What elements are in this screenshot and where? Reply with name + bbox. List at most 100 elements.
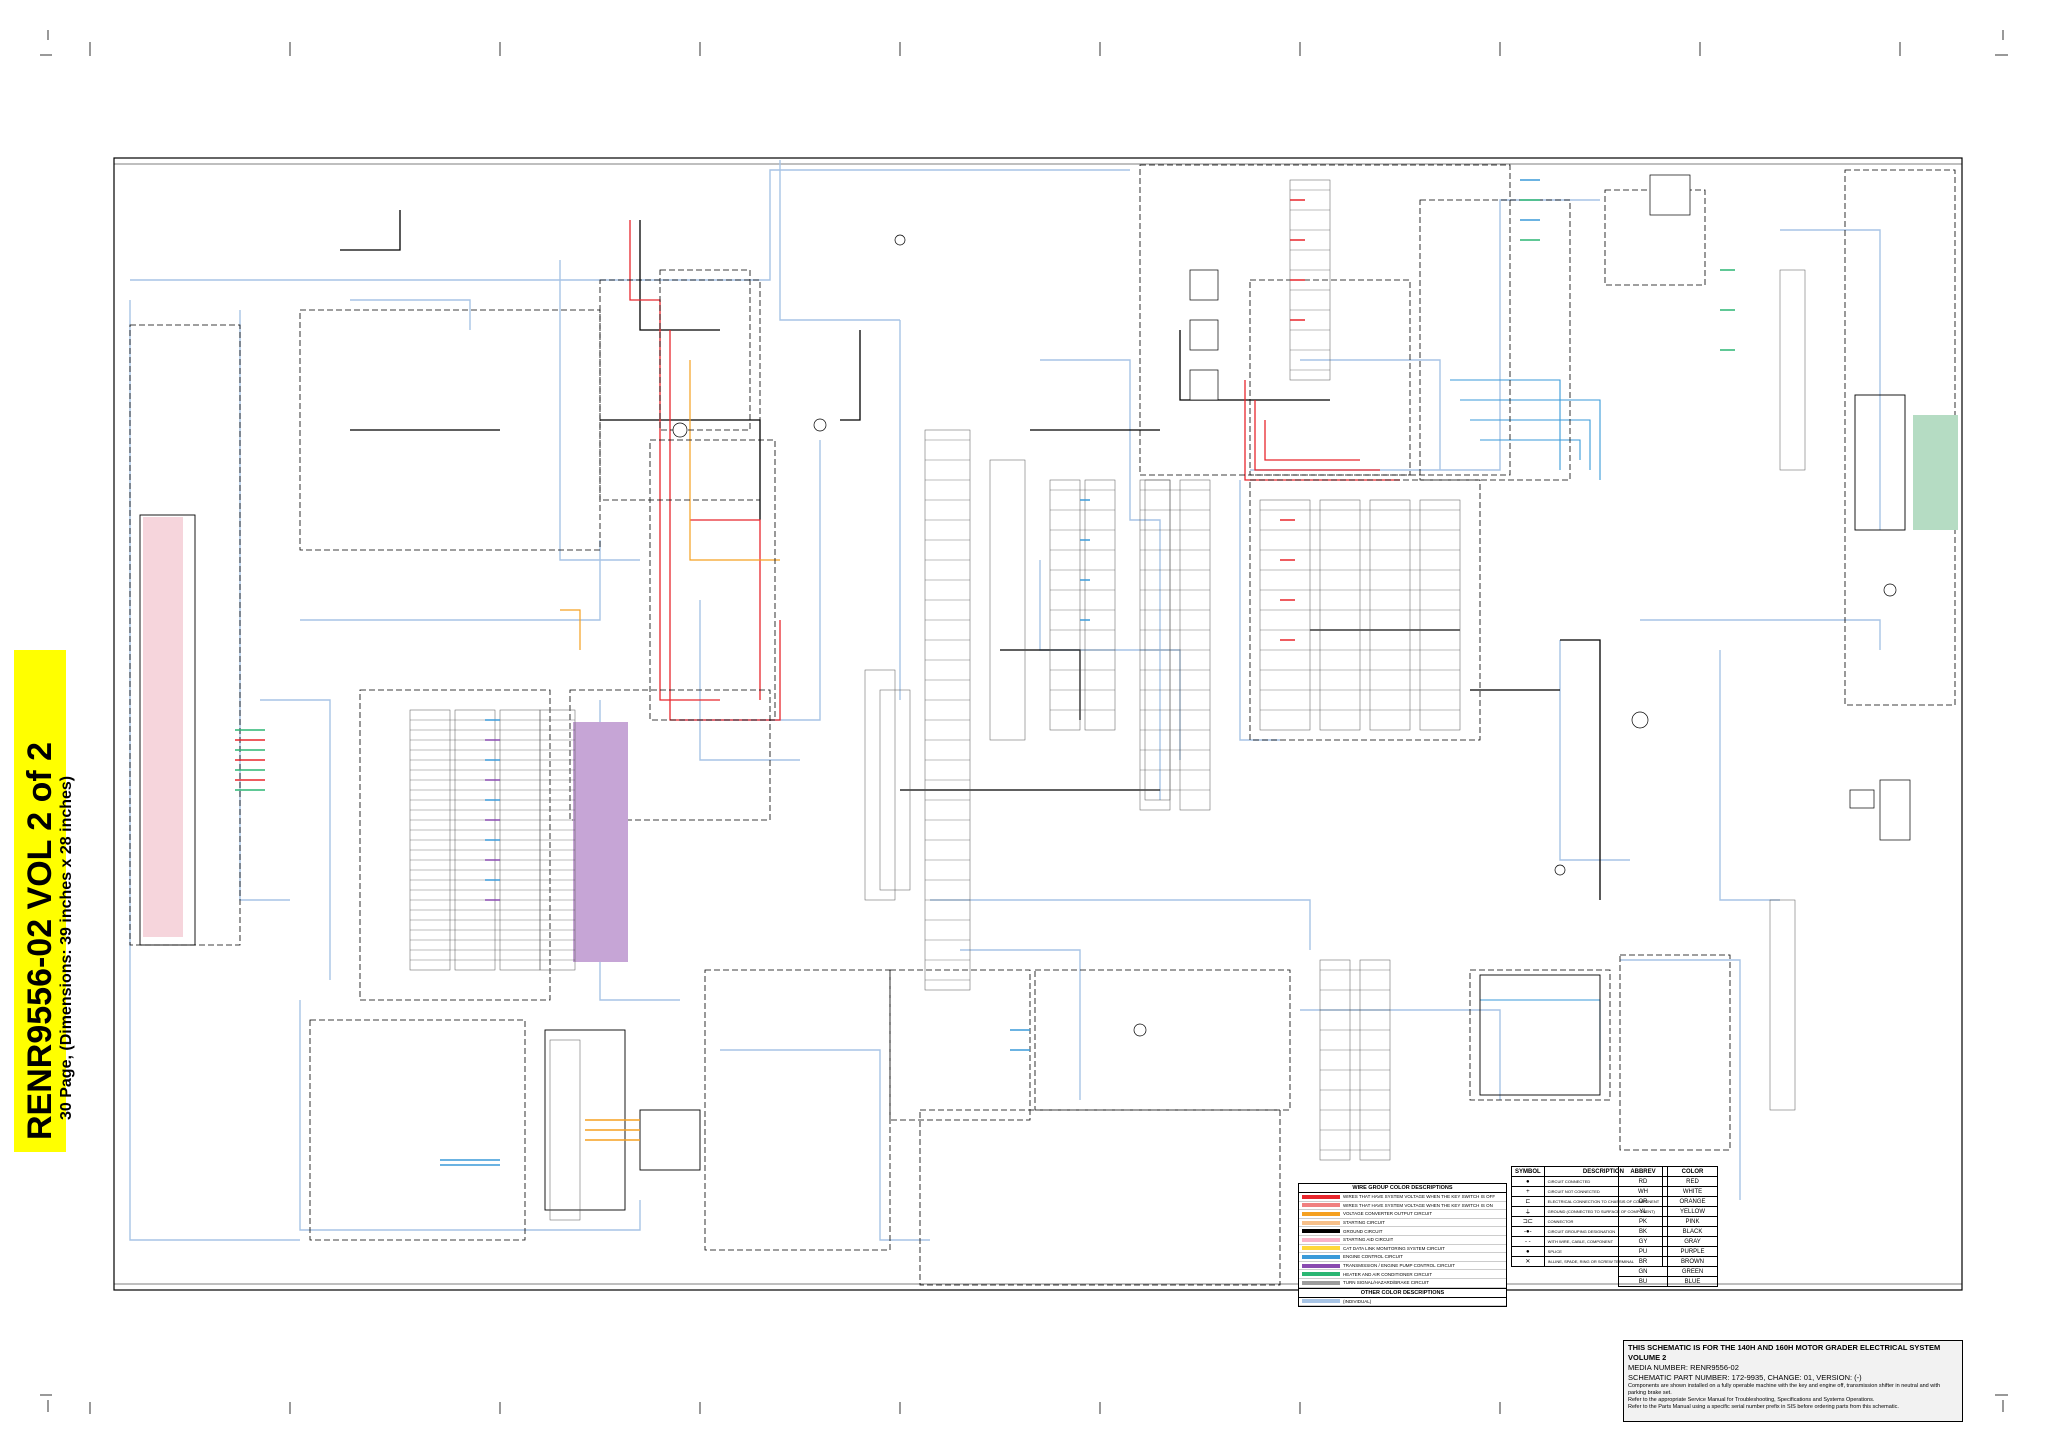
- legend-row: TURN SIGNAL/HAZARD/BRAKE CIRCUIT: [1299, 1279, 1506, 1288]
- connector-pin-columns: [409, 179, 1806, 1221]
- title-block: THIS SCHEMATIC IS FOR THE 140H AND 160H …: [1623, 1340, 1963, 1422]
- legend-row: WIRES THAT HAVE SYSTEM VOLTAGE WHEN THE …: [1299, 1193, 1506, 1202]
- legend-swatch: [1302, 1229, 1340, 1234]
- legend-row: WIRES THAT HAVE SYSTEM VOLTAGE WHEN THE …: [1299, 1202, 1506, 1211]
- symbol-cell: ⊏: [1511, 1196, 1545, 1207]
- abbrev-cell: GN: [1618, 1266, 1668, 1277]
- color-name-cell: ORANGE: [1666, 1196, 1719, 1207]
- legend-text: VOLTAGE CONVERTER OUTPUT CIRCUIT: [1343, 1211, 1433, 1217]
- color-name-cell: BLUE: [1666, 1276, 1719, 1287]
- symbol-cell: ●: [1511, 1246, 1545, 1257]
- symbol-legend: SYMBOL DESCRIPTION ●CIRCUIT CONNECTED+CI…: [1511, 1166, 1664, 1267]
- symbol-cell: ⊐⊏: [1511, 1216, 1545, 1227]
- abbrev-cell: BK: [1618, 1226, 1668, 1237]
- symbol-cell: ●: [1511, 1176, 1545, 1187]
- legend-row: STARTING CIRCUIT: [1299, 1219, 1506, 1228]
- legend-swatch: [1302, 1299, 1340, 1304]
- legend-swatch: [1302, 1237, 1340, 1242]
- abbrev-header: ABBREV: [1618, 1166, 1668, 1177]
- legend-row: VOLTAGE CONVERTER OUTPUT CIRCUIT: [1299, 1210, 1506, 1219]
- wire-color-legend: WIRE GROUP COLOR DESCRIPTIONS WIRES THAT…: [1298, 1183, 1507, 1308]
- symbol-header: SYMBOL: [1511, 1166, 1545, 1177]
- legend-text: STARTING CIRCUIT: [1343, 1220, 1385, 1226]
- legend-text: CAT DATA LINK MONITORING SYSTEM CIRCUIT: [1343, 1245, 1445, 1251]
- legend-text: ENGINE CONTROL CIRCUIT: [1343, 1254, 1403, 1260]
- converter-wires: [560, 360, 780, 650]
- color-name-cell: PINK: [1666, 1216, 1719, 1227]
- color-name-cell: RED: [1666, 1176, 1719, 1187]
- symbol-cell: +: [1511, 1186, 1545, 1197]
- abbrev-cell: YL: [1618, 1206, 1668, 1217]
- legend-row: ENGINE CONTROL CIRCUIT: [1299, 1253, 1506, 1262]
- title-note-1: Components are shown installed on a full…: [1628, 1383, 1941, 1396]
- component-outlines: [139, 394, 1906, 1211]
- colored-pin-stripes: [235, 179, 1735, 1166]
- abbrev-cell: WH: [1618, 1186, 1668, 1197]
- legend-text: TURN SIGNAL/HAZARD/BRAKE CIRCUIT: [1343, 1280, 1430, 1286]
- transmission-ecm-highlight: [573, 722, 628, 962]
- other-legend-title: OTHER COLOR DESCRIPTIONS: [1299, 1287, 1506, 1298]
- abbrev-cell: BU: [1618, 1276, 1668, 1287]
- legend-swatch: [1302, 1280, 1340, 1285]
- color-name-cell: WHITE: [1666, 1186, 1719, 1197]
- hvac-module-highlight: [1913, 415, 1958, 530]
- color-name-cell: GREEN: [1666, 1266, 1719, 1277]
- legend-swatch: [1302, 1203, 1340, 1208]
- color-name-cell: BROWN: [1666, 1256, 1719, 1267]
- component-symbols: [672, 174, 1911, 1037]
- abbrev-cell: GY: [1618, 1236, 1668, 1247]
- schematic-part-number: SCHEMATIC PART NUMBER: 172-9935, CHANGE:…: [1628, 1373, 1862, 1382]
- drawing-border: [113, 157, 1963, 1291]
- media-number: MEDIA NUMBER: RENR9556-02: [1628, 1363, 1739, 1372]
- abbrev-cell: PU: [1618, 1246, 1668, 1257]
- pin-rows: [410, 189, 1460, 1151]
- legend-text: STARTING AID CIRCUIT: [1343, 1237, 1394, 1243]
- engine-control-wires: [1450, 379, 1601, 1060]
- color-name-cell: YELLOW: [1666, 1206, 1719, 1217]
- legend-swatch: [1302, 1254, 1340, 1259]
- legend-swatch: [1302, 1272, 1340, 1277]
- sheet-title-tab: [14, 650, 66, 1152]
- legend-row: CAT DATA LINK MONITORING SYSTEM CIRCUIT: [1299, 1245, 1506, 1254]
- border-ticks: [114, 163, 1962, 1285]
- legend-text: HEATER AND AIR CONDITIONER CIRCUIT: [1343, 1271, 1433, 1277]
- legend-swatch: [1302, 1194, 1340, 1199]
- title-note-2: Refer to the appropriate Service Manual …: [1628, 1397, 1875, 1403]
- legend-text: (INDIVIDUAL): [1343, 1298, 1372, 1304]
- component-enclosures: [129, 164, 1956, 1286]
- legend-row: TRANSMISSION / ENGINE PUMP CONTROL CIRCU…: [1299, 1262, 1506, 1271]
- legend-row: GROUND CIRCUIT: [1299, 1227, 1506, 1236]
- wire-legend-title: WIRE GROUP COLOR DESCRIPTIONS: [1299, 1184, 1506, 1193]
- legend-swatch: [1302, 1263, 1340, 1268]
- symbol-cell: -●-: [1511, 1226, 1545, 1237]
- legend-row: HEATER AND AIR CONDITIONER CIRCUIT: [1299, 1270, 1506, 1279]
- symbol-cell: ✕: [1511, 1256, 1545, 1267]
- abbrev-cell: RD: [1618, 1176, 1668, 1187]
- signal-wires: [129, 160, 1881, 1241]
- abbrev-cell: OR: [1618, 1196, 1668, 1207]
- other-legend-rows: (INDIVIDUAL): [1299, 1298, 1506, 1307]
- color-name-cell: BLACK: [1666, 1226, 1719, 1237]
- legend-row: (INDIVIDUAL): [1299, 1298, 1506, 1307]
- ecm-connector-highlight: [143, 517, 183, 937]
- color-name-cell: GRAY: [1666, 1236, 1719, 1247]
- symbol-row: ✕IN-LINE, SPADE, RING OR SCREW TERMINAL: [1511, 1256, 1664, 1267]
- legend-swatch: [1302, 1211, 1340, 1216]
- symbol-cell: - -: [1511, 1236, 1545, 1247]
- battery-wires: [629, 220, 1400, 721]
- legend-swatch: [1302, 1246, 1340, 1251]
- color-header: COLOR: [1666, 1166, 1719, 1177]
- symbol-cell: ⏚: [1511, 1206, 1545, 1217]
